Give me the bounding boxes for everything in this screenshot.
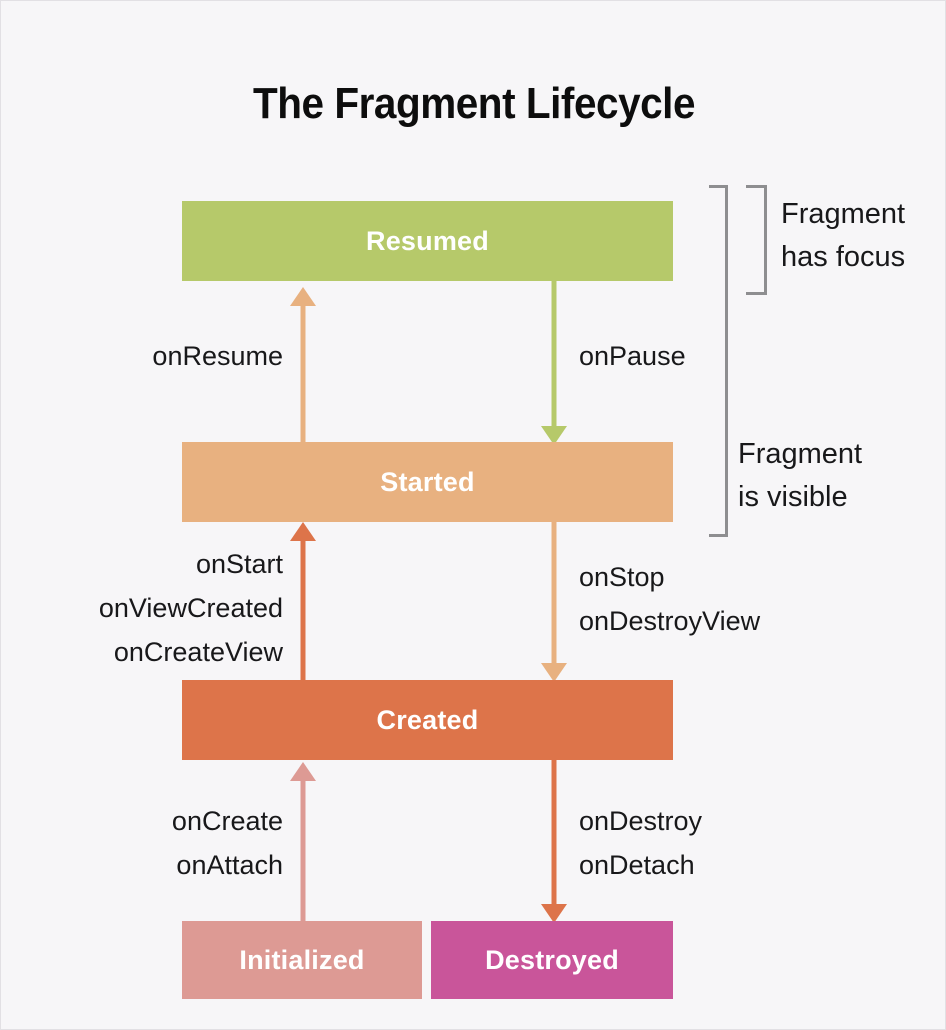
transition-label-onstart: onStart onViewCreated onCreateView: [98, 549, 283, 667]
arrow-shaft: [300, 780, 306, 923]
arrow-head-down-icon: [541, 663, 567, 682]
transition-label-ondestroy: onDestroy onDetach: [579, 806, 703, 880]
transition-label-onstop: onStop onDestroyView: [579, 562, 761, 636]
bracket-has-focus: [746, 185, 767, 295]
page-title: The Fragment Lifecycle: [252, 79, 696, 128]
state-box-initialized: Initialized: [182, 921, 422, 999]
state-box-started: Started: [182, 442, 673, 522]
arrow-shaft: [551, 760, 557, 905]
arrow-onpause: [541, 279, 567, 445]
bracket-is-visible: [709, 185, 728, 537]
arrow-shaft: [551, 279, 557, 427]
arrow-oncreate: [290, 762, 316, 923]
arrow-onresume: [290, 287, 316, 445]
state-box-resumed: Resumed: [182, 201, 673, 281]
arrow-shaft: [300, 540, 306, 682]
arrow-onstart: [290, 522, 316, 682]
bracket-label-has-focus: Fragment has focus: [781, 198, 906, 273]
transition-label-onresume: onResume: [152, 341, 283, 371]
arrow-head-up-icon: [290, 522, 316, 541]
arrow-head-up-icon: [290, 762, 316, 781]
arrow-head-up-icon: [290, 287, 316, 306]
state-box-created: Created: [182, 680, 673, 760]
arrow-head-down-icon: [541, 426, 567, 445]
arrow-head-down-icon: [541, 904, 567, 923]
arrow-shaft: [551, 520, 557, 664]
arrow-shaft: [300, 305, 306, 445]
bracket-label-is-visible: Fragment is visible: [738, 438, 863, 513]
transition-label-onpause: onPause: [579, 341, 686, 371]
state-box-destroyed: Destroyed: [431, 921, 673, 999]
arrow-onstop: [541, 520, 567, 682]
transition-label-oncreate: onCreate onAttach: [171, 806, 283, 880]
arrow-ondestroy: [541, 760, 567, 923]
